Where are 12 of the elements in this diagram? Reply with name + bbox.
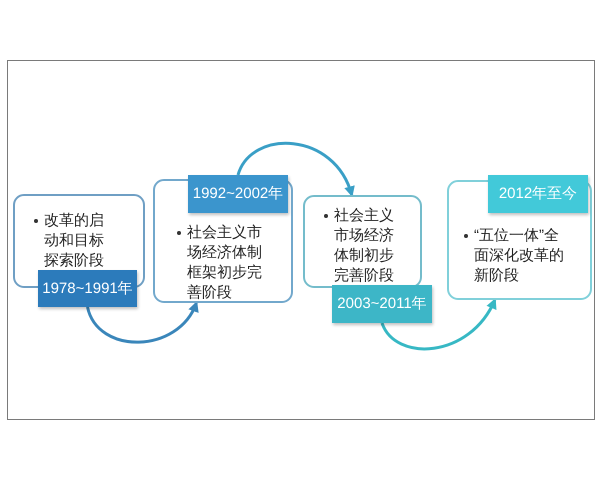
date-label: 1978~1991年 bbox=[38, 270, 137, 307]
stage-description: “五位一体”全面深化改革的新阶段 bbox=[474, 226, 565, 286]
stage-description: 改革的启动和目标探索阶段 bbox=[44, 211, 105, 271]
date-label: 1992~2002年 bbox=[188, 175, 288, 213]
stage-description: 社会主义市场经济体制初步完善阶段 bbox=[334, 206, 395, 286]
date-label: 2003~2011年 bbox=[332, 285, 432, 323]
curved-arrow bbox=[236, 142, 354, 198]
curved-arrow bbox=[86, 301, 198, 344]
curved-arrow bbox=[380, 298, 496, 350]
date-label: 2012年至今 bbox=[488, 175, 588, 213]
stage-box bbox=[303, 195, 422, 288]
stage-description: 社会主义市场经济体制框架初步完善阶段 bbox=[187, 223, 263, 303]
